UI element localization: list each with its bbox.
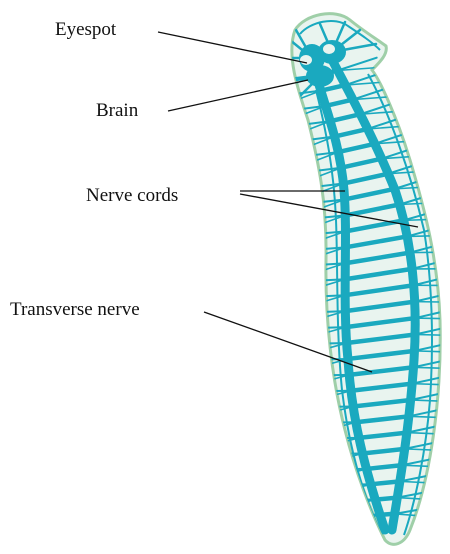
nerve-cords-label: Nerve cords bbox=[86, 186, 178, 205]
eyespot-left bbox=[300, 55, 312, 65]
peripheral-nerve bbox=[410, 252, 449, 253]
peripheral-nerve bbox=[340, 514, 380, 515]
peripheral-nerve bbox=[415, 302, 450, 303]
peripheral-nerve bbox=[313, 407, 353, 408]
peripheral-nerve bbox=[309, 375, 349, 376]
peripheral-nerve bbox=[308, 359, 348, 360]
peripheral-nerve bbox=[407, 235, 446, 236]
eyespot-leader-line bbox=[158, 32, 307, 63]
eyespot-right bbox=[323, 44, 335, 54]
peripheral-nerve bbox=[311, 391, 351, 392]
transverse-nerve-label: Transverse nerve bbox=[10, 300, 140, 319]
eyespot-label: Eyespot bbox=[55, 20, 116, 39]
brain-label: Brain bbox=[96, 101, 138, 120]
brain-leader-line bbox=[168, 80, 308, 111]
